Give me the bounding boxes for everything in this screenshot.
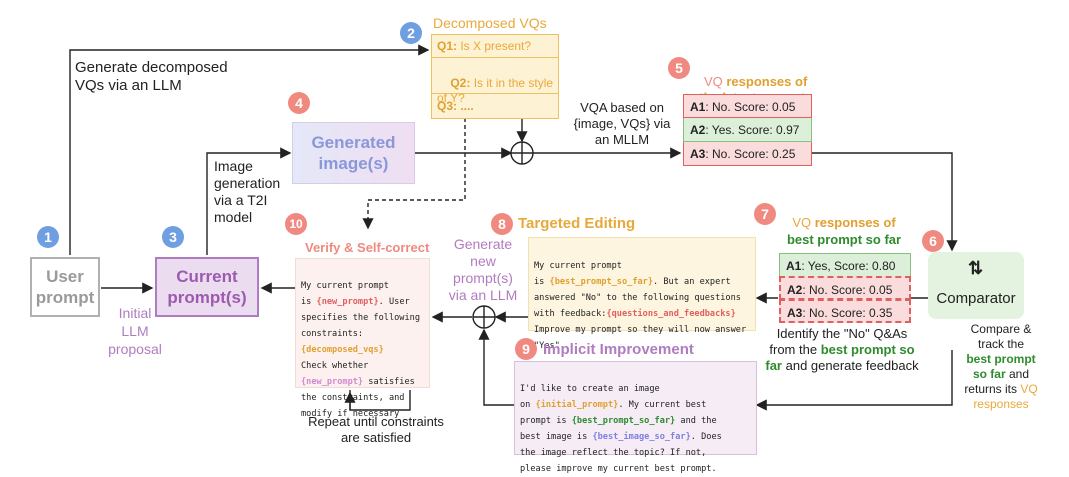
verify-box: My current prompt is {new_prompt}. User … [295, 258, 430, 419]
vq-row-2: Q2: Is it in the style of Y? [432, 58, 558, 105]
label-generate-new: Generate new prompt(s) via an LLM [448, 236, 518, 303]
step-badge-4: 4 [288, 92, 310, 114]
comparator-box: ⇅ Comparator [928, 252, 1024, 319]
best-answer-3: A3: No. Score: 0.35 [779, 299, 911, 323]
step-badge-10: 10 [285, 213, 307, 235]
user-prompt-label: User prompt [35, 267, 95, 307]
implicit-improvement-box: I'd like to create an image on {initial_… [514, 361, 757, 474]
decomposed-vqs-box: Q1: Is X present? Q2: Is it in the style… [431, 34, 559, 119]
step-badge-8: 8 [491, 213, 513, 235]
best-answer-1: A1: Yes, Score: 0.80 [779, 253, 911, 277]
latest-answer-2: A2: Yes. Score: 0.97 [683, 118, 812, 142]
step-badge-2: 2 [400, 22, 422, 44]
targeted-editing-title: Targeted Editing [518, 215, 636, 232]
targeted-editing-box: My current prompt is {best_prompt_so_far… [528, 237, 756, 351]
comparator-label: Comparator [936, 290, 1016, 307]
current-prompts-label: Current prompt(s) [167, 267, 247, 307]
label-image-generation: Image generation via a T2I model [214, 158, 281, 225]
step-badge-3: 3 [162, 226, 184, 248]
vq-row-3: Q3: .... [437, 99, 474, 113]
label-initial-proposal: Initial LLM proposal [108, 305, 162, 357]
label-compare: Compare & track the best prompt so far a… [964, 322, 1038, 411]
best-responses-title: VQ responses of best prompt so far [786, 215, 902, 247]
decomposed-vqs-title: Decomposed VQs [433, 15, 547, 31]
step-badge-9: 9 [515, 338, 537, 360]
implicit-improvement-title: Implicit Improvement [543, 341, 694, 358]
user-prompt-box: User prompt [30, 257, 100, 317]
step-badge-1: 1 [37, 226, 59, 248]
step-badge-7: 7 [754, 203, 776, 225]
label-repeat: Repeat until constraints are satisfied [308, 414, 444, 445]
verify-title: Verify & Self-correct [305, 240, 430, 255]
label-identify: Identify the "No" Q&As from the best pro… [765, 326, 919, 373]
best-responses-box: A1: Yes, Score: 0.80 A2: No. Score: 0.05… [779, 253, 911, 323]
step-badge-6: 6 [922, 230, 944, 252]
generated-image-box: Generated image(s) [292, 122, 415, 184]
step-badge-5: 5 [668, 57, 690, 79]
generated-image-label: Generated image(s) [311, 133, 396, 173]
latest-answer-3: A3: No. Score: 0.25 [683, 142, 812, 166]
vq-row-1: Q1: Is X present? [432, 35, 558, 58]
latest-responses-box: A1: No. Score: 0.05 A2: Yes. Score: 0.97… [683, 94, 812, 166]
current-prompts-box: Current prompt(s) [155, 257, 259, 317]
best-answer-2: A2: No. Score: 0.05 [779, 276, 911, 300]
label-vqa: VQA based on {image, VQs} via an MLLM [573, 100, 671, 147]
latest-answer-1: A1: No. Score: 0.05 [683, 94, 812, 118]
compare-arrows-icon: ⇅ [968, 258, 984, 278]
label-generate-vqs: Generate decomposed VQs via an LLM [75, 59, 228, 94]
